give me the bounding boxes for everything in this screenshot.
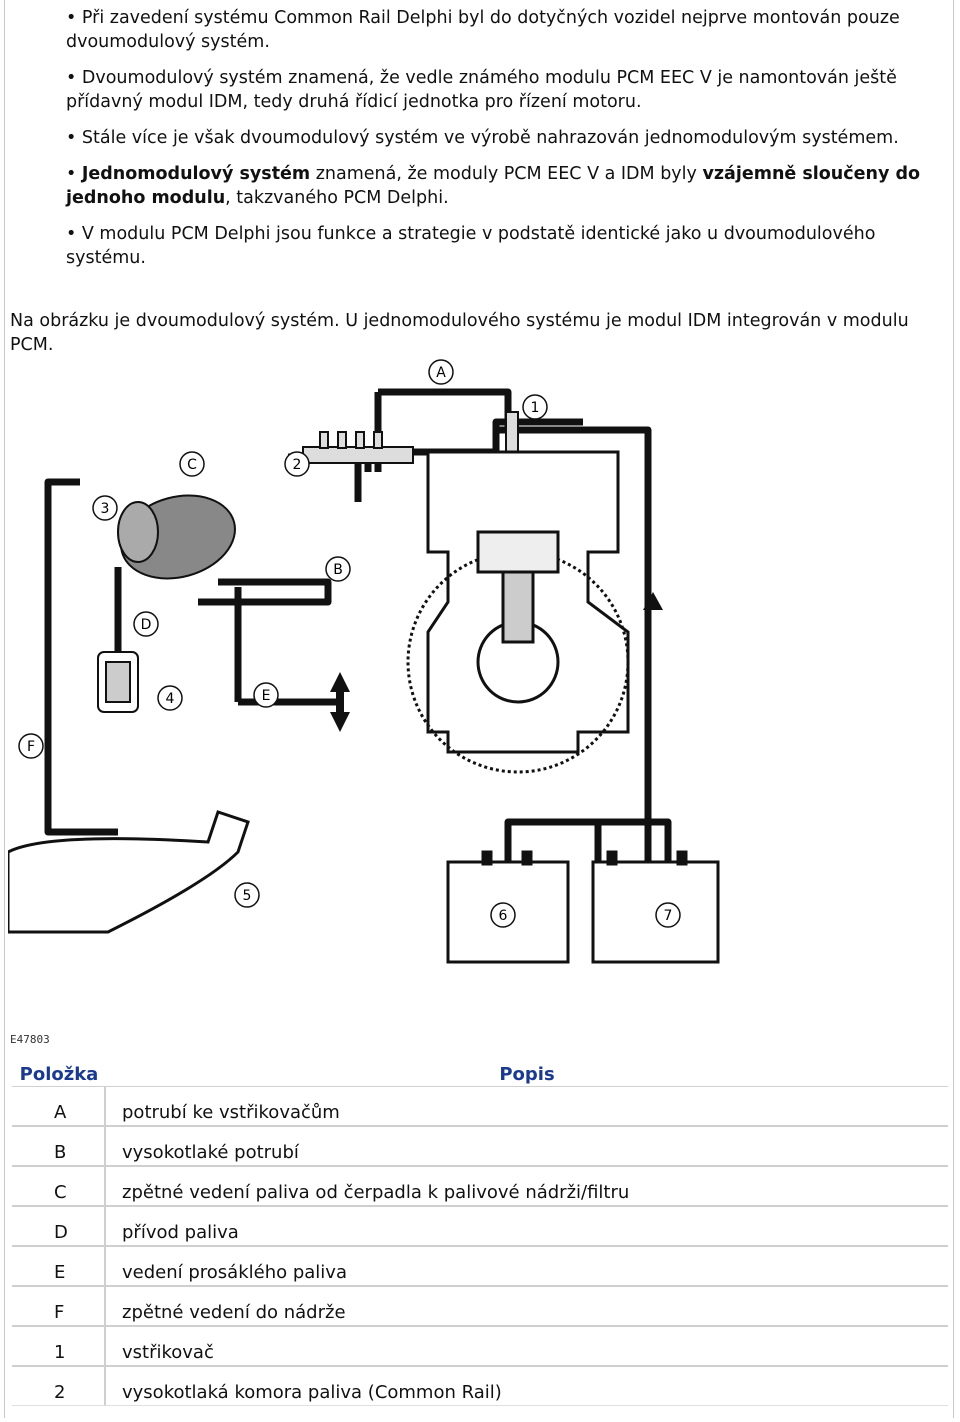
bullet-text: Při zavedení systému Common Rail Delphi …	[66, 8, 900, 52]
legend-key: E	[12, 1247, 106, 1287]
bullet-text: Dvoumodulový systém znamená, že vedle zn…	[66, 68, 897, 112]
fuel-system-diagram: A 1 C 2 3 B D 4 E F 5 6 7	[8, 359, 720, 964]
bullet-text: V modulu PCM Delphi jsou funkce a strate…	[66, 224, 876, 268]
figure-code: E47803	[10, 1033, 50, 1046]
legend-desc: vysokotlaké potrubí	[106, 1127, 948, 1167]
legend-key: C	[12, 1167, 106, 1207]
diagram-caption: Na obrázku je dvoumodulový systém. U jed…	[10, 311, 909, 355]
bullet-dot: •	[66, 164, 82, 184]
bullet-text: Stále více je však dvoumodulový systém v…	[81, 128, 899, 148]
callout-1-label: 1	[531, 400, 540, 416]
bullet-dot: •	[66, 68, 82, 88]
callout-4	[157, 685, 183, 711]
bullet-item: • Při zavedení systému Common Rail Delph…	[10, 6, 940, 54]
legend-desc: vysokotlaká komora paliva (Common Rail)	[106, 1367, 948, 1406]
bullet-text: , takzvaného PCM Delphi.	[225, 188, 449, 208]
callout-E	[253, 682, 279, 708]
legend-key: B	[12, 1127, 106, 1167]
legend-key: D	[12, 1207, 106, 1247]
legend-key: 2	[12, 1367, 106, 1406]
legend-key: 1	[12, 1327, 106, 1367]
callout-7	[655, 902, 681, 928]
callout-A	[428, 359, 454, 385]
callout-F-label: F	[27, 739, 35, 755]
legend-desc: zpětné vedení paliva od čerpadla k paliv…	[106, 1167, 948, 1207]
callout-C	[179, 451, 205, 477]
page-frame	[4, 0, 954, 1418]
bullet-list: • Při zavedení systému Common Rail Delph…	[10, 6, 940, 282]
bullet-item: • Dvoumodulový systém znamená, že vedle …	[10, 66, 940, 114]
bullet-dot: •	[66, 128, 82, 148]
legend-desc: vedení prosáklého paliva	[106, 1247, 948, 1287]
callout-A-label: A	[436, 365, 446, 381]
bullet-bold-text: Jednomodulový systém	[81, 164, 311, 184]
callout-3	[92, 495, 118, 521]
legend-desc: vstřikovač	[106, 1327, 948, 1367]
callout-2-label: 2	[293, 457, 302, 473]
callout-5-label: 5	[243, 888, 252, 904]
bullet-text: znamená, že moduly PCM EEC V a IDM byly	[310, 164, 703, 184]
callout-5	[234, 882, 260, 908]
callout-B	[325, 556, 351, 582]
callout-1	[522, 394, 548, 420]
bullet-dot: •	[66, 224, 82, 244]
bullet-dot: •	[66, 8, 82, 28]
callout-2	[284, 451, 310, 477]
legend-key: A	[12, 1087, 106, 1127]
callout-3-label: 3	[101, 501, 110, 517]
legend-key: F	[12, 1287, 106, 1327]
callout-B-label: B	[333, 562, 343, 578]
callout-7-label: 7	[664, 908, 673, 924]
callout-C-label: C	[187, 457, 197, 473]
legend-desc: přívod paliva	[106, 1207, 948, 1247]
legend-header-key: Položka	[12, 1062, 106, 1087]
callout-E-label: E	[262, 688, 271, 704]
callout-4-label: 4	[166, 691, 175, 707]
callout-D	[133, 611, 159, 637]
bullet-bold-text: vzájemně sloučeny do jednoho modulu	[66, 164, 921, 208]
callout-F	[18, 733, 44, 759]
callout-6	[490, 902, 516, 928]
legend-header-desc: Popis	[106, 1062, 948, 1087]
legend-desc: potrubí ke vstřikovačům	[106, 1087, 948, 1127]
bullet-item: • V modulu PCM Delphi jsou funkce a stra…	[10, 222, 940, 270]
legend-desc: zpětné vedení do nádrže	[106, 1287, 948, 1327]
callout-D-label: D	[141, 617, 152, 633]
bullet-item: • Stále více je však dvoumodulový systém…	[10, 126, 940, 150]
bullet-item: • Jednomodulový systém znamená, že modul…	[10, 162, 940, 210]
callout-6-label: 6	[499, 908, 508, 924]
